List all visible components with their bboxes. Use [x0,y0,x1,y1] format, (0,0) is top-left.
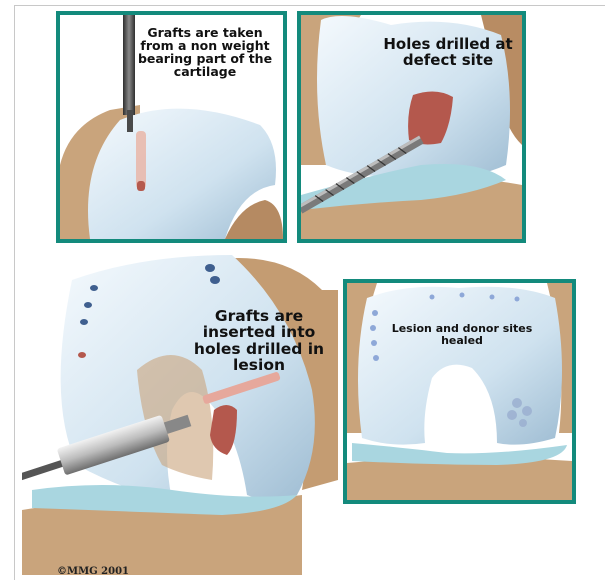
healed-knee-drawing [347,283,572,500]
graft-plug-small [78,352,86,358]
graft-insertion-drawing [22,250,338,575]
panel-healed: Lesion and donor sites healed [343,279,576,504]
panel-holes-drilled: Holes drilled at defect site [297,11,526,243]
harvest-tube-tip [127,110,133,132]
panel-grafts-inserted: Grafts are inserted into holes drilled i… [22,250,338,575]
caption-grafts-inserted: Grafts are inserted into holes drilled i… [184,308,334,373]
meniscus [352,443,567,465]
caption-grafts-taken: Grafts are taken from a non weight beari… [130,26,280,79]
copyright-text: ©MMG 2001 [57,566,129,577]
caption-holes-drilled: Holes drilled at defect site [373,37,523,69]
panel-graft-harvest: Grafts are taken from a non weight beari… [56,11,287,243]
cartilage-surface [358,287,562,445]
lesion-with-grafts [210,405,237,455]
caption-healed: Lesion and donor sites healed [387,323,537,346]
graft-tip [137,181,145,191]
graft-plug [136,131,146,189]
